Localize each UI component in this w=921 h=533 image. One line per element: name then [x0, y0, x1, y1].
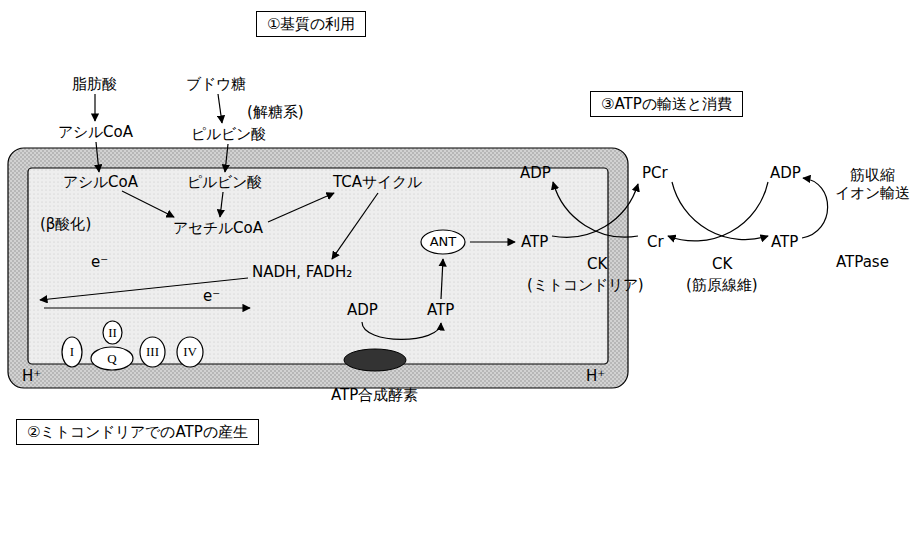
section-heading: ②ミトコンドリアでのATPの産生	[16, 419, 259, 445]
export-arrow	[470, 241, 515, 242]
arrow	[94, 94, 95, 121]
complex-oval: I	[61, 336, 83, 368]
ck-cycle-arrow	[672, 182, 768, 240]
text-label: PCr	[642, 164, 668, 182]
ellipse-shape	[140, 337, 165, 367]
text-label: TCAサイクル	[333, 173, 422, 191]
arrow	[441, 259, 443, 299]
text-label: CK	[587, 255, 607, 273]
ck-cycle-arrow	[553, 182, 638, 237]
ck-cycle-arrow	[668, 182, 768, 241]
node-text: ①基質の利用	[267, 15, 355, 33]
text-label: ADP	[520, 164, 551, 182]
ellipse-shape	[177, 337, 203, 367]
node-text: I	[70, 344, 74, 360]
transporter-ellipse: ANT	[420, 229, 466, 255]
ellipse-shape	[91, 347, 133, 370]
inner-membrane	[28, 168, 608, 364]
text-label: ATP	[427, 301, 454, 319]
section-heading: ③ATPの輸送と消費	[590, 91, 743, 117]
text-label: (解糖系)	[247, 103, 304, 121]
text-label: ATPase	[836, 253, 889, 271]
complex-oval: III	[139, 336, 166, 368]
text-label: NADH, FADH₂	[252, 263, 352, 281]
synthesis-arrow	[362, 322, 441, 339]
ellipse-shape	[62, 337, 82, 367]
text-label: ピルビン酸	[187, 173, 262, 191]
arrow	[122, 191, 174, 217]
outer-membrane	[8, 148, 628, 388]
node-text: IV	[183, 344, 197, 360]
text-label: アセチルCoA	[173, 219, 263, 237]
text-label: CK	[712, 255, 732, 273]
atp-synthase: ATP合成酵素	[331, 348, 418, 404]
node-text: Q	[107, 351, 116, 367]
text-label: (筋原線維)	[686, 276, 758, 294]
text-label: e⁻	[91, 253, 108, 271]
node-text: ②ミトコンドリアでのATPの産生	[27, 423, 248, 441]
node-text: III	[146, 344, 159, 360]
node-text: ATP合成酵素	[331, 386, 418, 404]
synthase-outline	[343, 348, 407, 372]
arrow	[96, 142, 99, 172]
text-label: (β酸化)	[40, 215, 91, 233]
text-label: H⁺	[22, 367, 41, 385]
synthase-shape	[344, 349, 406, 371]
text-label: ATP	[521, 233, 548, 251]
electron-arrow	[44, 307, 250, 308]
text-label: ATP	[771, 233, 798, 251]
text-label: H⁺	[586, 367, 605, 385]
arrow	[268, 193, 334, 222]
node-text: II	[108, 325, 117, 341]
complex-circle: II	[102, 320, 123, 345]
text-label: 脂肪酸	[72, 75, 117, 93]
arrow	[218, 94, 222, 123]
consumption-arrow	[802, 178, 828, 238]
text-label: ピルビン酸	[191, 125, 266, 143]
text-label: アシルCoA	[58, 123, 133, 141]
node-text: ③ATPの輸送と消費	[601, 95, 732, 113]
text-label: ブドウ糖	[186, 75, 246, 93]
text-label: 筋収縮 イオン輸送	[832, 166, 913, 202]
arrow	[225, 144, 228, 172]
section-heading: ①基質の利用	[256, 11, 366, 37]
arrow	[220, 192, 223, 217]
text-label: ADP	[770, 164, 801, 182]
quinone-oval: Q	[90, 346, 134, 371]
arrow	[332, 193, 378, 259]
ellipse-shape	[421, 230, 465, 254]
complex-oval: IV	[176, 336, 204, 368]
ck-cycle-arrow	[552, 184, 638, 237]
text-label: ADP	[347, 301, 378, 319]
node-text: ANT	[430, 234, 457, 250]
text-label: e⁻	[203, 287, 220, 305]
text-label: Cr	[647, 233, 664, 251]
text-label: アシルCoA	[63, 173, 138, 191]
text-label: (ミトコンドリア)	[527, 276, 644, 294]
ellipse-shape	[103, 321, 122, 344]
